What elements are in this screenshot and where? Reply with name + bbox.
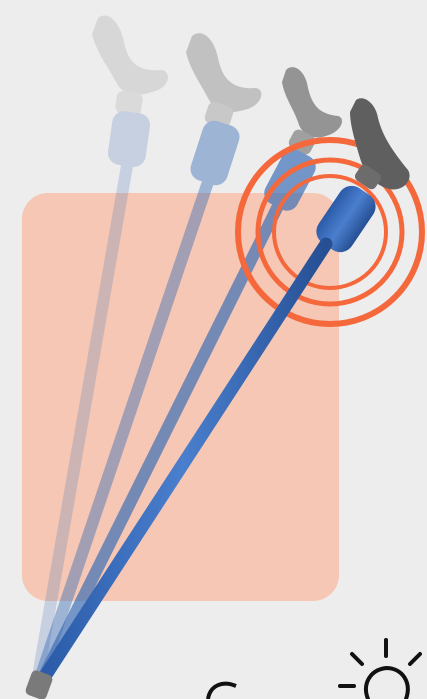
stick-collar xyxy=(354,164,382,190)
stick-shaft xyxy=(34,196,286,690)
stick-handle xyxy=(186,33,262,113)
walking-stick-2 xyxy=(32,33,262,690)
lightbulb-icon xyxy=(338,638,422,699)
stick-tip xyxy=(25,670,53,699)
stick-shaft xyxy=(31,154,134,688)
stick-grip xyxy=(107,111,151,167)
stick-collar xyxy=(204,102,234,128)
stick-grip xyxy=(316,185,376,253)
walking-stick-1 xyxy=(31,15,168,688)
partial-circle-icon xyxy=(206,681,237,699)
walking-stick-4[interactable] xyxy=(24,98,410,699)
stick-handle xyxy=(282,67,342,138)
stick-shaft xyxy=(32,170,216,690)
stick-handle xyxy=(92,15,168,95)
stick-grip xyxy=(190,120,240,186)
stick-shaft xyxy=(33,237,333,691)
stick-collar xyxy=(115,91,143,115)
target-rings-icon xyxy=(235,137,425,327)
